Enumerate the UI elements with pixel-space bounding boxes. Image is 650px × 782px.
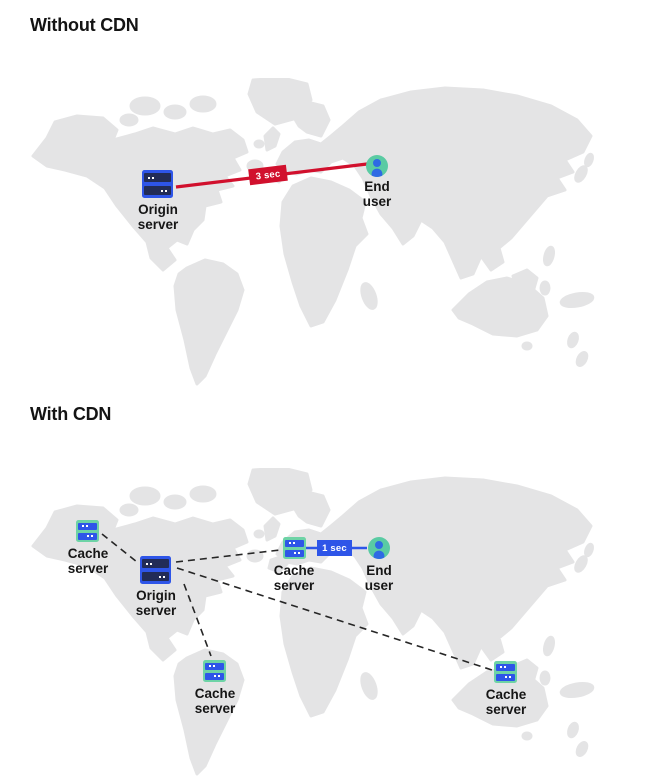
cache-server-label-europe: Cache server <box>273 563 315 593</box>
end-user-icon <box>366 155 388 177</box>
cache-server-label-alaska: Cache server <box>67 546 109 576</box>
server-unit <box>142 559 169 568</box>
cache-server-label-south-america: Cache server <box>194 686 236 716</box>
end-user-icon <box>368 537 390 559</box>
server-unit <box>496 673 515 681</box>
origin-server-icon <box>142 170 173 198</box>
latency-badge-1sec: 1 sec <box>317 540 352 556</box>
server-unit <box>285 539 304 547</box>
server-unit <box>496 663 515 671</box>
origin-server-label: Origin server <box>135 588 177 618</box>
server-unit <box>205 662 224 670</box>
cache-server-icon-australia <box>494 661 517 683</box>
world-map-with-cdn <box>31 468 596 776</box>
end-user-label: End user <box>362 179 392 209</box>
origin-server-label: Origin server <box>137 202 179 232</box>
server-unit <box>142 572 169 581</box>
end-user-label: End user <box>364 563 394 593</box>
cache-server-icon-south-america <box>203 660 226 682</box>
server-unit <box>78 532 97 540</box>
server-unit <box>78 522 97 530</box>
server-unit <box>144 186 171 195</box>
server-unit <box>144 173 171 182</box>
cache-server-icon-europe <box>283 537 306 559</box>
panel-title-without-cdn: Without CDN <box>30 15 139 35</box>
server-unit <box>205 672 224 680</box>
origin-server-icon <box>140 556 171 584</box>
world-map-without-cdn <box>31 78 596 386</box>
cache-server-label-australia: Cache server <box>485 687 527 717</box>
cache-server-icon-alaska <box>76 520 99 542</box>
server-unit <box>285 549 304 557</box>
panel-title-with-cdn: With CDN <box>30 404 112 424</box>
